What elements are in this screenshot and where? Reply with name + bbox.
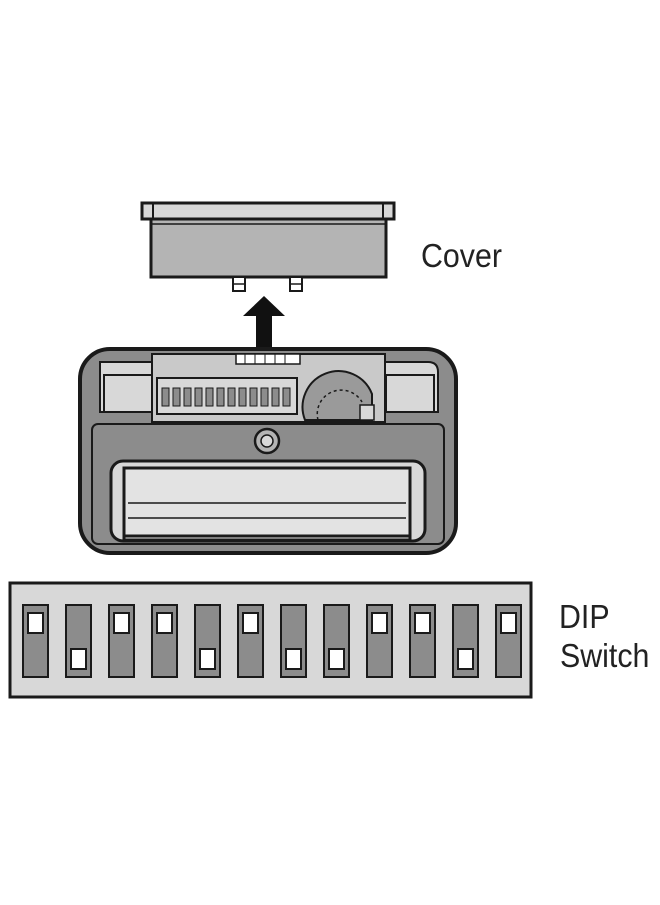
dip-switch-toggle-6 — [242, 612, 259, 634]
mini-switch-8 — [238, 387, 247, 407]
dip-label-line1: DIP — [559, 598, 610, 635]
device-illustration — [78, 347, 458, 555]
mini-switch-9 — [249, 387, 258, 407]
mini-dip-bank — [161, 387, 291, 407]
cover-illustration — [140, 201, 396, 292]
mini-switch-6 — [216, 387, 225, 407]
dip-label-line2: Switch — [560, 637, 650, 674]
mini-switch-2 — [172, 387, 181, 407]
dip-switch-toggle-5 — [199, 648, 216, 670]
mini-switch-12 — [282, 387, 291, 407]
dip-switch-toggle-10 — [414, 612, 431, 634]
dip-switch-toggle-8 — [328, 648, 345, 670]
dip-switch-illustration — [8, 581, 533, 699]
mini-switch-3 — [183, 387, 192, 407]
dip-switch-toggle-2 — [70, 648, 87, 670]
dip-switch-toggle-4 — [156, 612, 173, 634]
dip-switch-bank — [22, 604, 522, 678]
dip-switch-toggle-1 — [27, 612, 44, 634]
dip-switch-toggle-3 — [113, 612, 130, 634]
dip-switch-toggle-11 — [457, 648, 474, 670]
mini-switch-7 — [227, 387, 236, 407]
dip-switch-toggle-12 — [500, 612, 517, 634]
mini-switch-10 — [260, 387, 269, 407]
mini-switch-1 — [161, 387, 170, 407]
remove-cover-arrow — [243, 296, 285, 353]
dip-switch-toggle-9 — [371, 612, 388, 634]
mini-switch-5 — [205, 387, 214, 407]
cover-label: Cover — [421, 237, 502, 274]
mini-switch-11 — [271, 387, 280, 407]
dip-switch-toggle-7 — [285, 648, 302, 670]
mini-switch-4 — [194, 387, 203, 407]
